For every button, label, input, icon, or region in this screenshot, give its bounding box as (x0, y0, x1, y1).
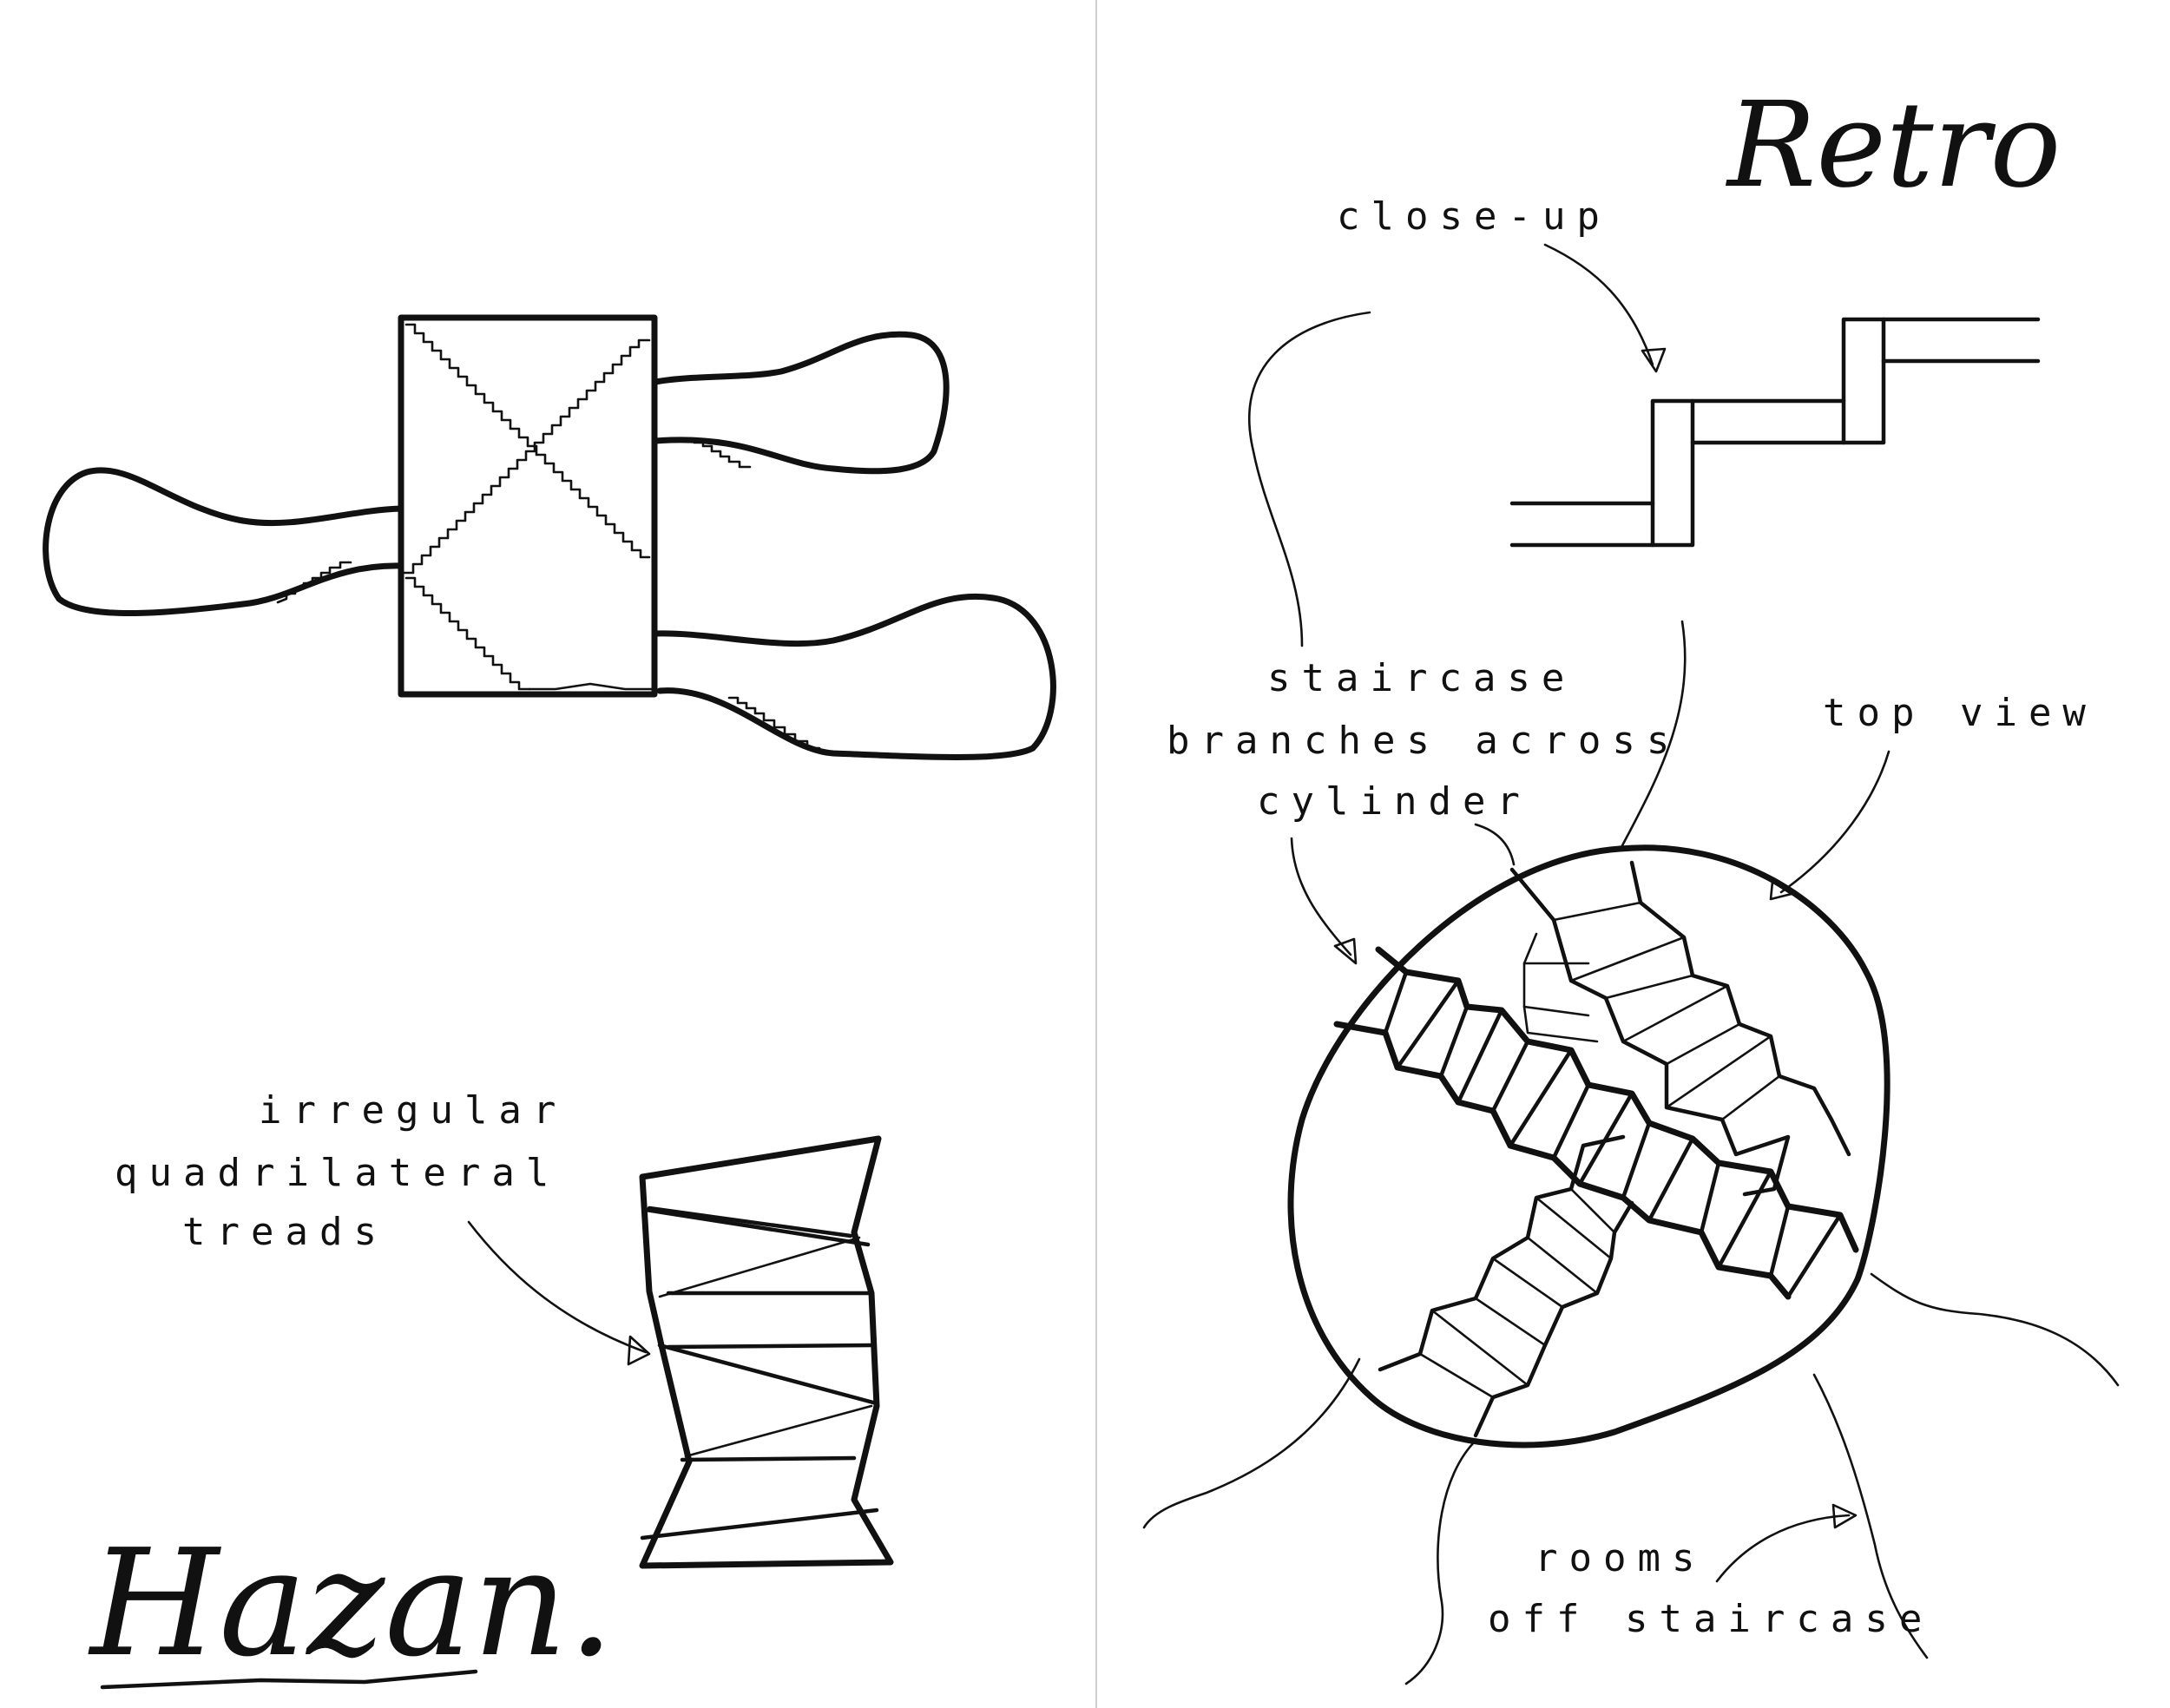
zigzag-stair-upper (404, 323, 651, 559)
room-connector-2 (1404, 1439, 1477, 1685)
room-connector-3 (1812, 1373, 1929, 1659)
treads-annotation-line-3: treads (182, 1210, 388, 1254)
closeup-label: close-up (1337, 194, 1611, 239)
treads-arrow (467, 1220, 648, 1354)
room-connector-1 (1142, 1357, 1361, 1529)
top-view-label: top view (1823, 691, 2097, 735)
right-page: Retro close-up staircase branches across… (1142, 77, 2120, 1685)
closeup-stair-drawing (1509, 317, 2041, 548)
treads-annotation-line-2: quadrilateral (115, 1151, 560, 1195)
loop-right-upper (652, 331, 950, 475)
left-page: irregular quadrilateral treads Hazan. (43, 314, 1056, 1690)
quadrilateral-treads-drawing (639, 1135, 894, 1569)
staircase-label-line-1: staircase (1267, 656, 1575, 700)
closeup-arrowhead (1641, 347, 1667, 373)
rooms-label-line-2: off staircase (1488, 1597, 1933, 1641)
rooms-label-line-1: rooms (1535, 1536, 1706, 1580)
zigzag-stair-lower (404, 576, 531, 691)
signature-underline (100, 1669, 478, 1690)
treads-arrowhead (627, 1335, 651, 1366)
staircase-arrow (1290, 837, 1352, 956)
loop-right-lower (652, 593, 1056, 760)
staircase-label-line-2: branches across (1167, 719, 1680, 763)
signature: Hazan. (88, 1518, 615, 1690)
rooms-arrowhead (1831, 1503, 1858, 1529)
treads-annotation-line-1: irregular (259, 1088, 567, 1133)
room-connector-4 (1870, 1272, 2120, 1387)
rooms-arrow (1715, 1514, 1851, 1583)
top-view-arrow (1779, 750, 1891, 894)
stair-box-drawing (398, 314, 658, 698)
staircase-arrowhead (1333, 937, 1358, 965)
page-title: Retro (1725, 77, 2061, 214)
zigzag-stair-middle (403, 338, 651, 575)
top-view-drawing (1287, 844, 1891, 1449)
loop-left (43, 467, 404, 617)
staircase-label-line-3: cylinder (1257, 779, 1531, 824)
closeup-arrow (1543, 243, 1654, 366)
